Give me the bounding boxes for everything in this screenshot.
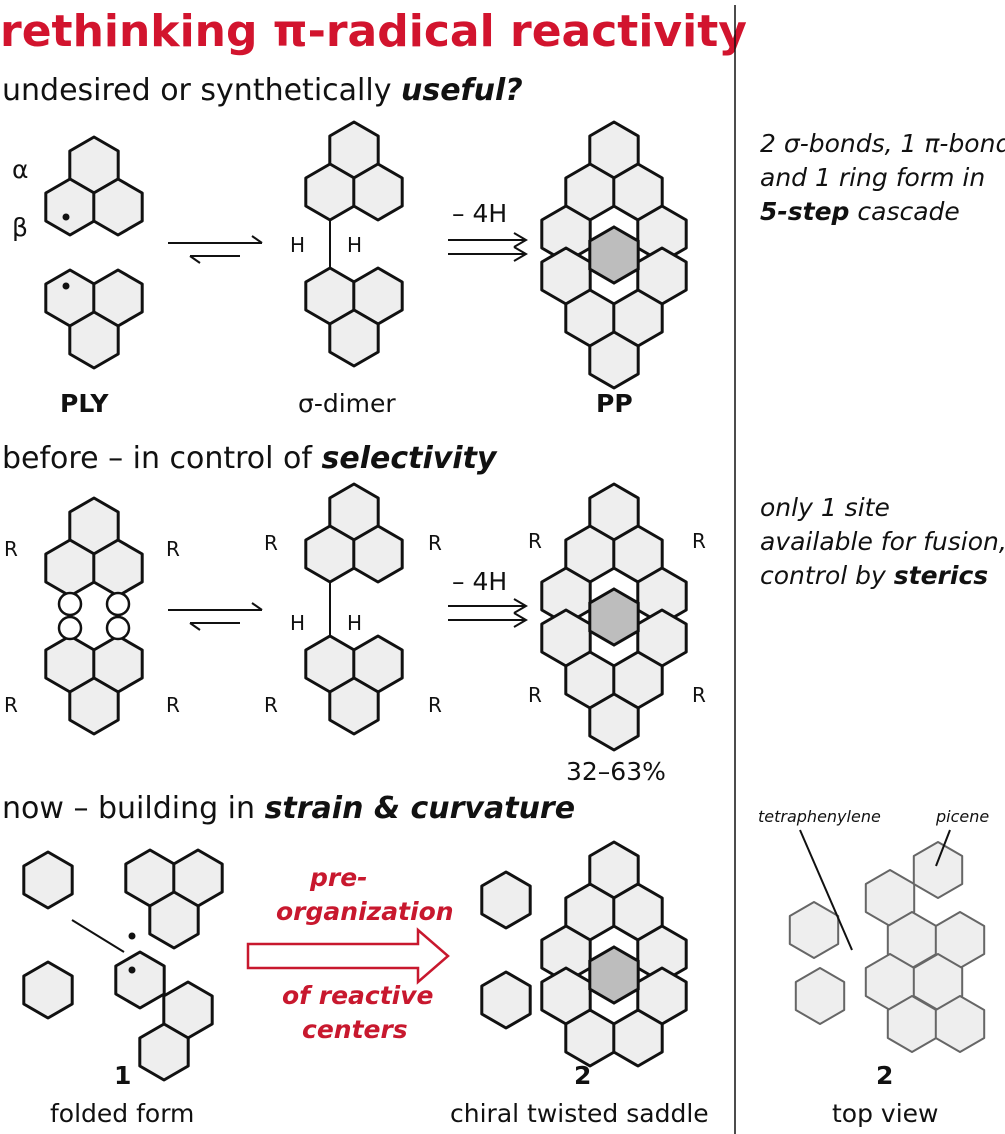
r-label: R — [166, 693, 180, 717]
substituted-monomer-top — [44, 496, 144, 598]
arrow-label-line3: of reactive — [282, 981, 434, 1010]
compound-1-molecule — [22, 848, 224, 1082]
arrow-label-line2: organization — [276, 897, 454, 926]
reaction-arrow — [448, 598, 528, 628]
r-label: R — [4, 693, 18, 717]
radical-dot — [128, 932, 136, 940]
steric-site — [105, 615, 131, 641]
section3-heading: now – building in strain & curvature — [2, 791, 575, 826]
r-label: R — [264, 693, 278, 717]
note2-line1: only 1 site — [760, 493, 890, 522]
biaryl-bond — [71, 919, 125, 953]
note1-line1: 2 σ-bonds, 1 π-bond — [760, 129, 1005, 158]
r-label: R — [264, 531, 278, 555]
preorganization-arrow — [246, 927, 450, 985]
substituted-monomer-bottom — [44, 634, 144, 736]
r-label: R — [528, 683, 542, 707]
compound-2-caption: chiral twisted saddle — [450, 1099, 709, 1128]
arrow-label-line4: centers — [302, 1015, 408, 1044]
note2-line2: available for fusion, — [760, 527, 1005, 556]
note2-line3: control by sterics — [760, 561, 988, 590]
ply-top-molecule — [44, 135, 144, 237]
radical-dot — [128, 966, 136, 974]
radical-dot — [62, 282, 70, 290]
note1-line2: and 1 ring form in — [760, 163, 985, 192]
compound-2-molecule — [480, 840, 688, 1068]
compound-1-caption: folded form — [50, 1099, 194, 1128]
steric-site — [57, 615, 83, 641]
section2-heading: before – in control of selectivity — [2, 441, 498, 476]
r-label: R — [166, 537, 180, 561]
beta-label: β — [12, 213, 28, 242]
sigma-dimer-label: σ-dimer — [298, 389, 396, 418]
picene-leader — [935, 829, 951, 867]
compound-2-top-number: 2 — [876, 1061, 893, 1090]
r-label: R — [428, 693, 442, 717]
section1-heading: undesired or synthetically useful? — [2, 73, 523, 108]
minus-4h-label: – 4H — [452, 567, 507, 596]
note1-line3: 5-step cascade — [760, 197, 960, 226]
new-ring-highlight — [588, 945, 640, 1005]
ply-bottom-molecule — [44, 268, 144, 370]
steric-site — [57, 591, 83, 617]
pp-label: PP — [596, 389, 633, 418]
minus-4h-label: – 4H — [452, 199, 507, 228]
alpha-label: α — [12, 155, 28, 184]
compound-1-number: 1 — [114, 1061, 131, 1090]
h-label: H — [290, 233, 305, 257]
compound-2-number: 2 — [574, 1061, 591, 1090]
r-label: R — [428, 531, 442, 555]
compound-2-top-caption: top view — [832, 1099, 938, 1128]
figure-title: rethinking π-radical reactivity — [0, 6, 747, 57]
radical-dot — [62, 213, 70, 221]
yield-label: 32–63% — [566, 757, 666, 786]
r-label: R — [692, 529, 706, 553]
steric-site — [105, 591, 131, 617]
ply-label: PLY — [60, 389, 109, 418]
tetraphenylene-label: tetraphenylene — [758, 807, 881, 826]
r-label: R — [692, 683, 706, 707]
equilibrium-arrow — [168, 235, 263, 264]
picene-label: picene — [935, 807, 989, 826]
h-label: H — [290, 611, 305, 635]
new-ring-highlight — [588, 225, 640, 285]
h-label: H — [347, 611, 362, 635]
new-ring-highlight — [588, 587, 640, 647]
reaction-arrow — [448, 232, 528, 262]
substituted-sigma-dimer — [304, 482, 404, 736]
equilibrium-arrow — [168, 602, 263, 631]
h-label: H — [347, 233, 362, 257]
r-label: R — [528, 529, 542, 553]
r-label: R — [4, 537, 18, 561]
arrow-label-line1: pre- — [309, 863, 368, 892]
tetraphenylene-leader — [799, 829, 853, 951]
